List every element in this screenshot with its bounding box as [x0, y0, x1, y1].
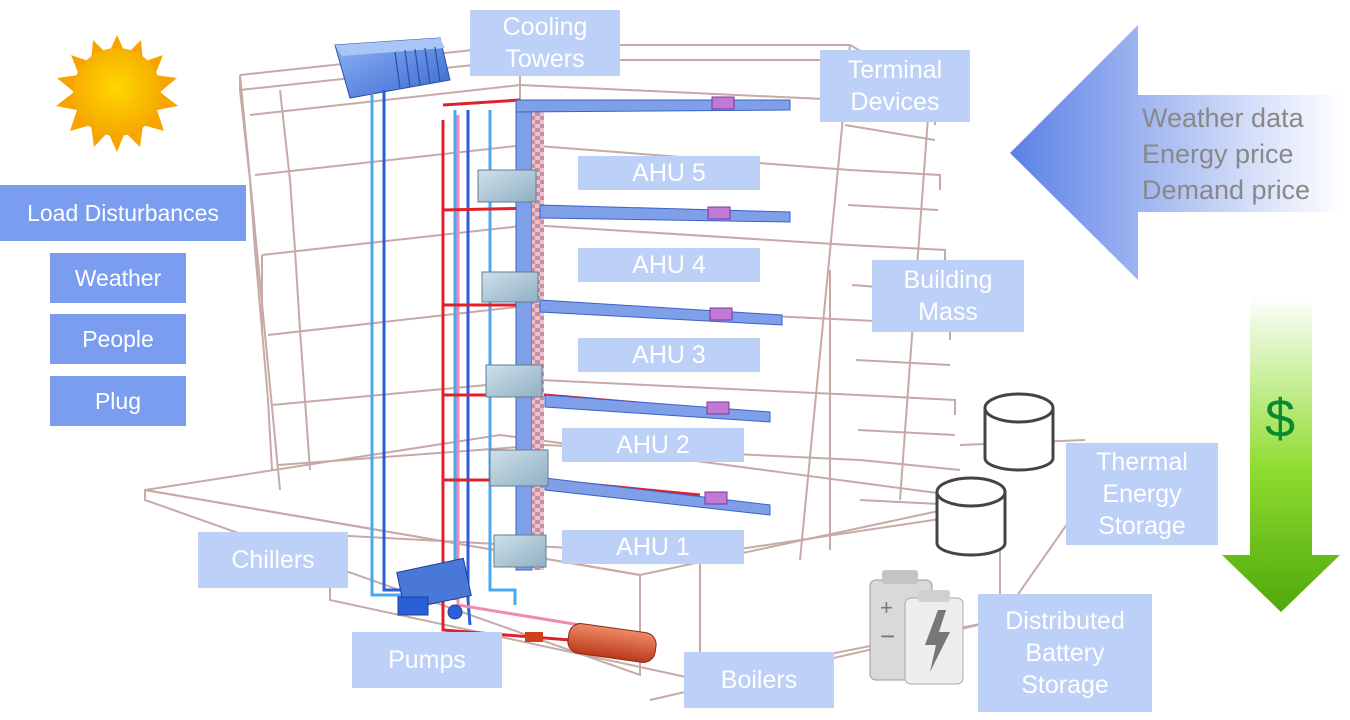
ahu-units: [477, 169, 549, 568]
cost-dollar-symbol: $: [1264, 389, 1296, 449]
thermal-storage-tanks-icon: [935, 392, 1055, 557]
building-mass-label: Building Mass: [872, 260, 1024, 332]
info-arrow: [1010, 25, 1345, 280]
disturbance-people: People: [50, 314, 186, 364]
ahu2-label: AHU 2: [562, 428, 744, 462]
ahu5-label: AHU 5: [578, 156, 760, 190]
external-signals: Weather data Energy price Demand price: [1142, 100, 1310, 208]
sun-icon: [56, 35, 178, 152]
chillers-label: Chillers: [198, 532, 348, 588]
boiler-unit: [525, 623, 657, 663]
signal-demand-price: Demand price: [1142, 175, 1311, 205]
load-disturbances-title: Load Disturbances: [0, 185, 246, 241]
thermal-energy-storage-label: Thermal Energy Storage: [1066, 443, 1218, 545]
ahu4-label: AHU 4: [578, 248, 760, 282]
terminal-devices-label: Terminal Devices: [820, 50, 970, 122]
cost-arrow: [1222, 295, 1340, 612]
battery-icon: + −: [869, 570, 964, 685]
signal-energy-price: Energy price: [1142, 139, 1294, 169]
boilers-label: Boilers: [684, 652, 834, 708]
ahu3-label: AHU 3: [578, 338, 760, 372]
terminal-boxes: [704, 96, 735, 505]
svg-text:+: +: [880, 595, 893, 620]
pumps-label: Pumps: [352, 632, 502, 688]
ahu1-label: AHU 1: [562, 530, 744, 564]
signal-weather-data: Weather data: [1142, 103, 1304, 133]
cooling-towers-label: Cooling Towers: [470, 10, 620, 76]
distributed-battery-storage-label: Distributed Battery Storage: [978, 594, 1152, 712]
svg-text:−: −: [880, 621, 895, 651]
disturbance-weather: Weather: [50, 253, 186, 303]
disturbance-plug: Plug: [50, 376, 186, 426]
chiller-unit: [396, 557, 472, 620]
cooling-tower-unit: [334, 37, 451, 99]
